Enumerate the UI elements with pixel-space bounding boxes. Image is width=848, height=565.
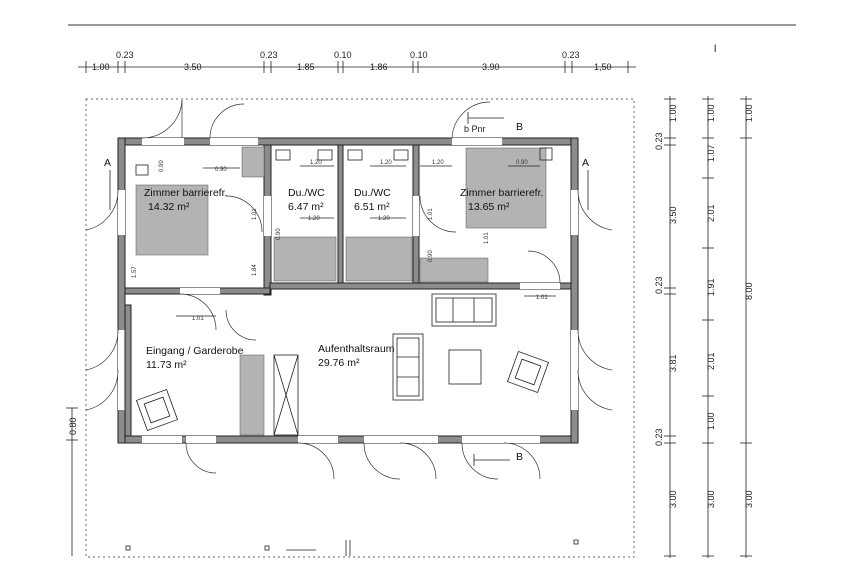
right2-dim-7: 3.00 [706,490,716,508]
right2-dim-6: 1.00 [706,412,716,430]
room-right-name: Zimmer barrierefr. [460,187,543,199]
section-marks: A A B b Pnr B [104,112,589,466]
left-dimension: 0.80 [66,407,78,556]
inner-dim-14: 1.20 [308,216,320,222]
right3-dim-2: 8.00 [744,282,754,300]
right2-dim-4: 1.91 [706,278,716,296]
right3-dim-3: 3.00 [744,490,754,508]
right1-dim-5: 3.81 [668,354,678,372]
inner-walls [124,144,572,437]
basin-left [317,149,333,161]
bed-right [465,147,547,229]
left-dim: 0.80 [68,417,78,435]
section-b-top: B [516,121,523,133]
bottom-marks [125,539,579,556]
right-dimension-chain-3: 1.00 8.00 3.00 [740,96,754,558]
furniture [135,293,550,432]
coffee-table [448,349,482,385]
inner-dim-4: 1.20 [380,160,392,166]
inner-dim-11: 1.01 [192,316,204,322]
inner-dim-7: 1.01 [252,208,258,220]
section-a-right: A [582,157,589,169]
right1-dim-1: 1.00 [668,104,678,122]
inner-dim-2: 0.90 [159,160,165,172]
closet [239,354,265,436]
wardrobe [273,354,299,436]
inner-dim-15: 1.20 [378,216,390,222]
top-dim-2: 0.23 [116,50,134,60]
sofa [431,293,497,327]
inner-dim-17: 0.90 [428,250,434,262]
right1-dim-4: 0.23 [654,276,664,294]
entrance-name: Eingang / Garderobe [146,345,244,357]
right1-dim-3: 3.50 [668,206,678,224]
top-dim-11: 1,50 [594,62,612,72]
terrace-outline [85,98,635,558]
basin-right [393,149,409,161]
inner-dim-6: 0.90 [516,160,528,166]
armchair-right [506,350,550,394]
right2-dim-2: 1.07 [706,144,716,162]
outer-walls [117,137,579,444]
inner-dim-13: 0.90 [276,228,282,240]
bed-left [135,184,209,256]
hatched-areas [135,146,547,436]
corner-mark: l [714,43,716,55]
top-dim-4: 0.23 [260,50,278,60]
living-name: Aufenthaltsraum [318,343,395,355]
top-dim-3: 3.50 [184,62,202,72]
right2-dim-5: 2.01 [706,352,716,370]
top-dim-6: 0.10 [334,50,352,60]
inner-dim-3: 1.20 [310,160,322,166]
inner-dim-1: 0.90 [215,167,227,173]
top-dim-8: 0.10 [410,50,428,60]
right-dimension-chain-1: 1.00 0.23 3.50 0.23 3.81 0.23 3.00 [654,96,678,558]
inner-dim-5: 1.20 [432,160,444,166]
right1-dim-2: 0.23 [654,132,664,150]
bath-left-area: 6.47 m² [288,201,324,213]
section-b-bottom: B [516,451,523,463]
armchair-entrance [135,388,179,432]
inner-dim-9: 1.84 [252,264,258,276]
inner-dim-16: 1.01 [484,232,490,244]
shower-right [345,236,413,282]
top-dimension-chain: 1.00 0.23 3.50 0.23 1.85 0.10 1.86 0.10 … [78,50,636,73]
shaft-left [241,146,265,178]
right2-dim-1: 1.00 [706,104,716,122]
top-dim-7: 1.86 [370,62,388,72]
inner-dim-10: 1.57 [132,266,138,278]
right1-dim-6: 0.23 [654,428,664,446]
wc-left [275,149,291,161]
bath-left-name: Du./WC [288,187,325,199]
nightstand-left [135,164,149,176]
right3-dim-1: 1.00 [744,104,754,122]
inner-dim-12: 1.01 [536,295,548,301]
bath-right-area: 6.51 m² [354,201,390,213]
sofa-left [392,333,424,401]
top-dim-10: 0.23 [562,50,580,60]
entrance-area: 11.73 m² [146,359,187,371]
right1-dim-7: 3.00 [668,490,678,508]
inner-dimensions: 0.90 0.90 1.20 1.20 1.20 0.90 1.01 1.01 … [132,160,556,322]
doors [85,99,613,480]
room-left-area: 14.32 m² [148,201,190,213]
top-dim-9: 3.90 [482,62,500,72]
section-b-top-note: b Pnr [464,124,486,134]
right2-dim-3: 2.01 [706,204,716,222]
room-right-area: 13.65 m² [468,201,510,213]
inner-dim-8: 1.01 [428,208,434,220]
bath-right-name: Du./WC [354,187,391,199]
room-labels: Zimmer barrierefr. 14.32 m² Du./WC 6.47 … [144,187,543,371]
right-dimension-chain-2: 1.00 1.07 2.01 1.91 2.01 1.00 3.00 [702,96,716,558]
shaft-right [419,257,489,283]
top-dim-5: 1.85 [297,62,315,72]
living-area: 29.76 m² [318,357,360,369]
shower-left [273,236,337,282]
section-a-left: A [104,157,111,169]
nightstand-right [539,147,553,161]
top-dim-1: 1.00 [92,62,110,72]
room-left-name: Zimmer barrierefr. [144,187,227,199]
wc-right [347,149,363,161]
